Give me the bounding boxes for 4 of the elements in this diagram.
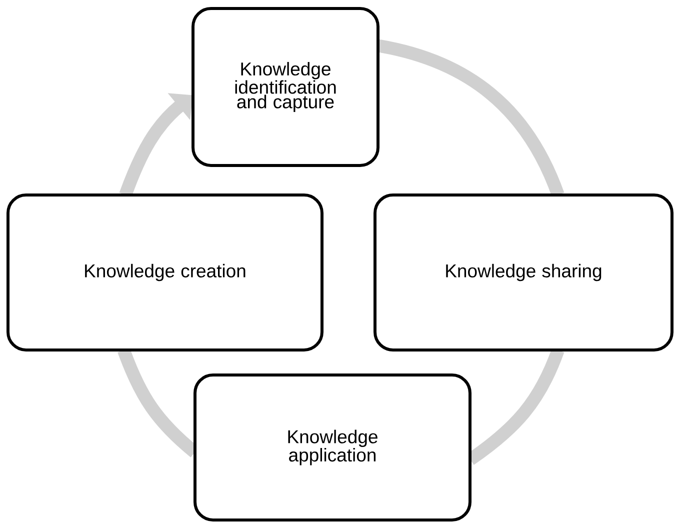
process-box: Knowledge sharing [374,194,674,352]
process-box: Knowledge creation [6,194,324,352]
process-box: Knowledge application [194,374,472,522]
process-box: Knowledge identification and capture [192,7,380,167]
